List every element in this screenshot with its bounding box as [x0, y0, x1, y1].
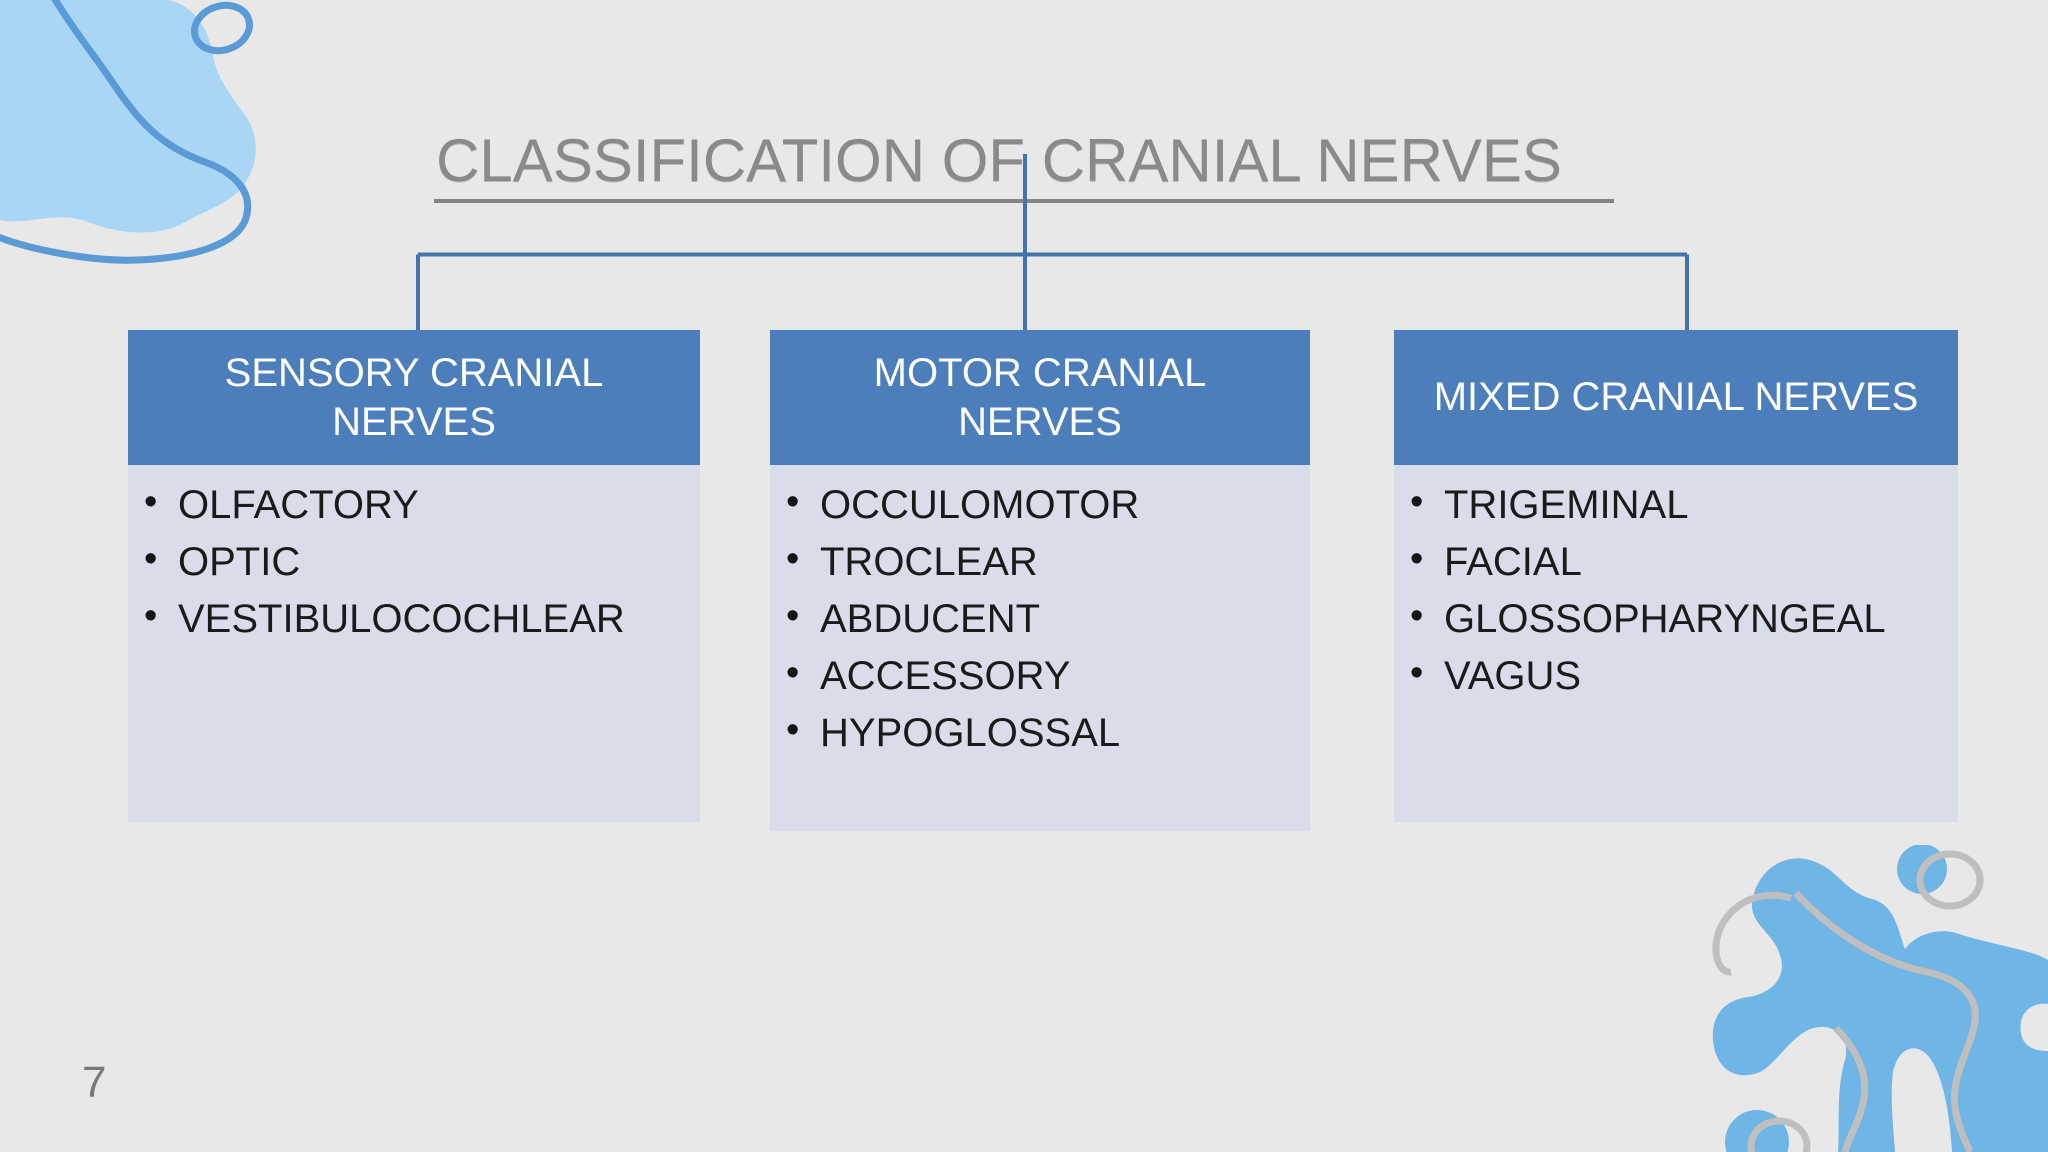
nerve-list-item: OLFACTORY: [128, 474, 684, 534]
nerve-list-item: VAGUS: [1394, 645, 1942, 705]
box-header: SENSORY CRANIAL NERVES: [128, 330, 700, 465]
nerve-list-item: FACIAL: [1394, 531, 1942, 591]
mixed-cranial-nerves-box: MIXED CRANIAL NERVES TRIGEMINALFACIALGLO…: [1394, 330, 1958, 822]
nerve-list-item: ACCESSORY: [770, 645, 1294, 705]
box-body: OLFACTORYOPTICVESTIBULOCOCHLEAR: [128, 465, 700, 822]
box-header: MIXED CRANIAL NERVES: [1394, 330, 1958, 465]
nerve-list: OCCULOMOTORTROCLEARABDUCENTACCESSORYHYPO…: [770, 465, 1310, 762]
box-body: TRIGEMINALFACIALGLOSSOPHARYNGEALVAGUS: [1394, 465, 1958, 822]
nerve-list: OLFACTORYOPTICVESTIBULOCOCHLEAR: [128, 465, 700, 648]
nerve-list-item: TRIGEMINAL: [1394, 474, 1942, 534]
motor-cranial-nerves-box: MOTOR CRANIAL NERVES OCCULOMOTORTROCLEAR…: [770, 330, 1310, 831]
box-header: MOTOR CRANIAL NERVES: [770, 330, 1310, 465]
nerve-list-item: ABDUCENT: [770, 588, 1294, 648]
sensory-cranial-nerves-box: SENSORY CRANIAL NERVES OLFACTORYOPTICVES…: [128, 330, 700, 822]
box-body: OCCULOMOTORTROCLEARABDUCENTACCESSORYHYPO…: [770, 465, 1310, 831]
nerve-list-item: OPTIC: [128, 531, 684, 591]
nerve-list: TRIGEMINALFACIALGLOSSOPHARYNGEALVAGUS: [1394, 465, 1958, 705]
page-title: CLASSIFICATION OF CRANIAL NERVES: [434, 130, 1614, 203]
nerve-list-item: VESTIBULOCOCHLEAR: [128, 588, 684, 648]
nerve-list-item: TROCLEAR: [770, 531, 1294, 591]
nerve-list-item: GLOSSOPHARYNGEAL: [1394, 588, 1942, 648]
nerve-list-item: OCCULOMOTOR: [770, 474, 1294, 534]
nerve-list-item: HYPOGLOSSAL: [770, 702, 1294, 762]
decorative-blob-bottom-right-icon: [1712, 845, 2048, 1152]
page-number: 7: [82, 1058, 107, 1107]
